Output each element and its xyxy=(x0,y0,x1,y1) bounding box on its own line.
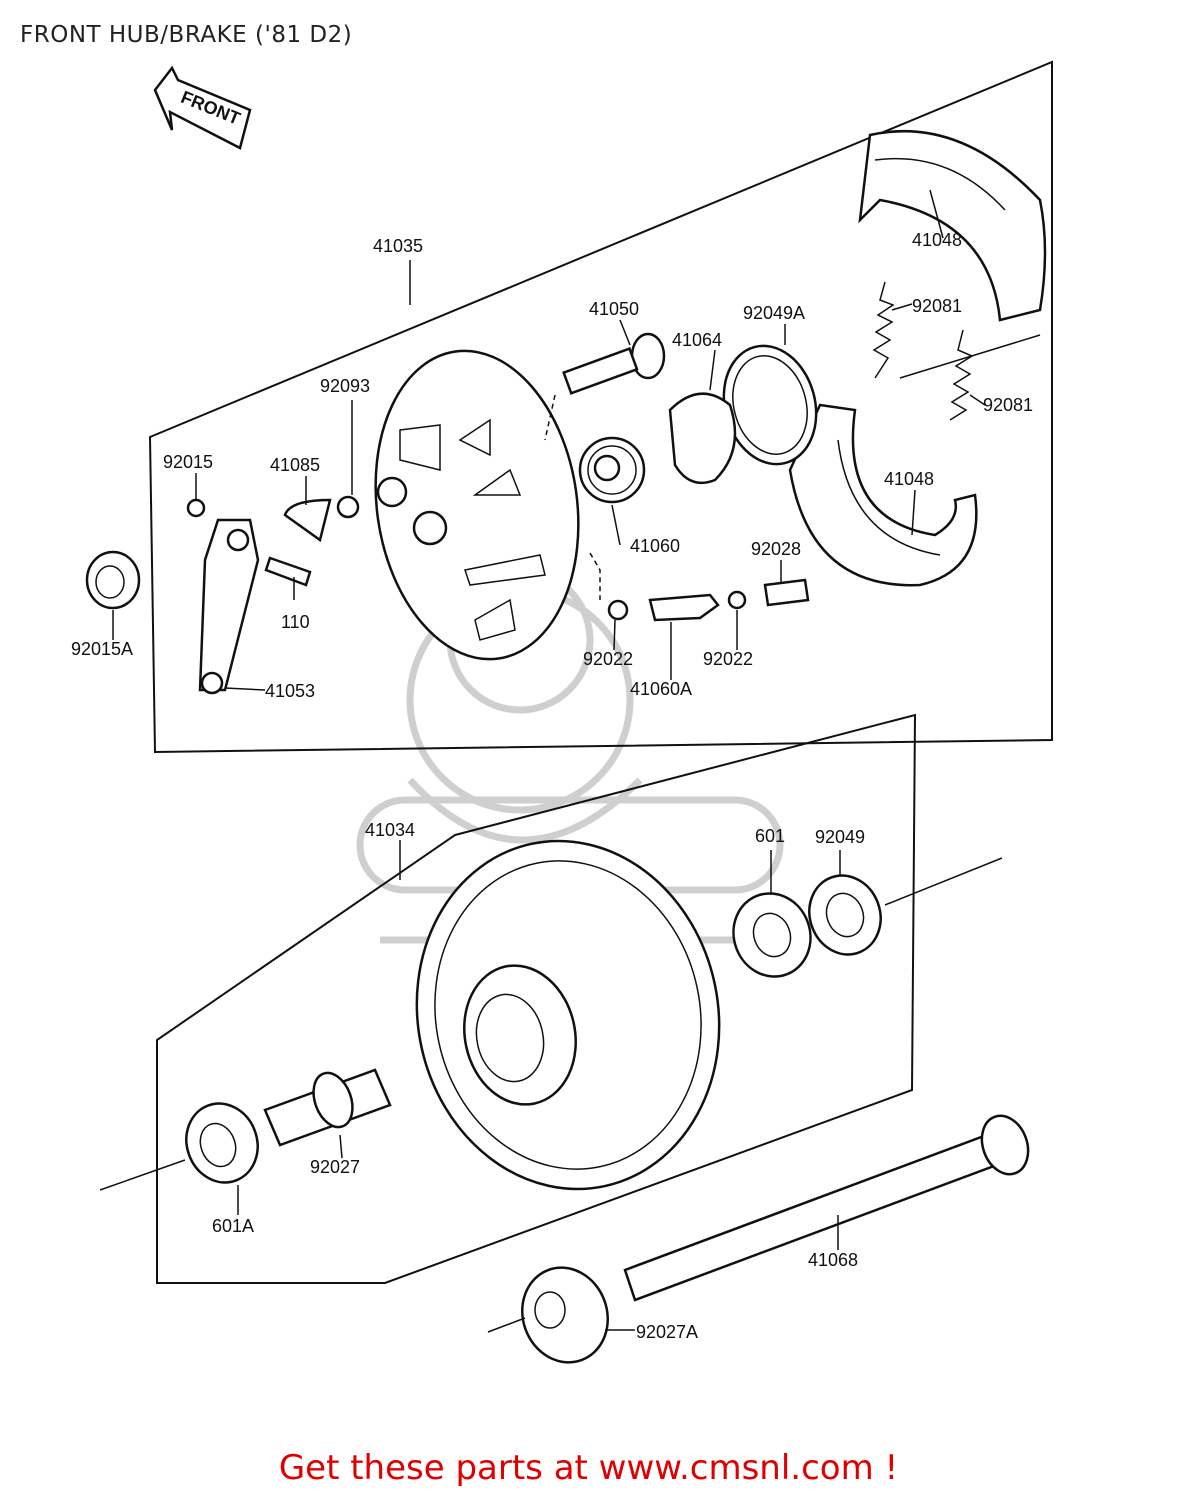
axle-part xyxy=(623,1114,1030,1302)
label-92093: 92093 xyxy=(320,376,370,396)
nut-part xyxy=(186,498,206,518)
bolt-part xyxy=(264,556,312,587)
spacer-part xyxy=(263,1068,392,1147)
washer-part-right xyxy=(727,590,747,610)
stopper-plate-part xyxy=(668,392,737,485)
label-92022-left: 92022 xyxy=(583,649,633,669)
label-41064: 41064 xyxy=(672,330,722,350)
bearing-601-part xyxy=(732,892,812,978)
label-92022-right: 92022 xyxy=(703,649,753,669)
spring-parts xyxy=(872,281,974,421)
label-92081-right: 92081 xyxy=(983,395,1033,415)
label-41050: 41050 xyxy=(589,299,639,319)
label-92027A: 92027A xyxy=(636,1322,698,1342)
label-110: 110 xyxy=(281,612,310,632)
label-92028: 92028 xyxy=(751,539,801,559)
label-601A: 601A xyxy=(212,1216,254,1236)
label-41085: 41085 xyxy=(270,455,320,475)
wear-indicator-part xyxy=(283,498,332,543)
axle-nut-part xyxy=(85,550,141,610)
hub-panel-outline xyxy=(156,713,917,1284)
cam-shaft-part xyxy=(648,593,720,622)
hub-part xyxy=(415,839,721,1191)
label-92015: 92015 xyxy=(163,452,213,472)
label-41060A: 41060A xyxy=(630,679,692,699)
bearing-601A-part xyxy=(185,1102,259,1184)
plug-part xyxy=(763,578,810,607)
footer-link[interactable]: Get these parts at www.cmsnl.com ! xyxy=(278,1448,899,1488)
label-41060: 41060 xyxy=(630,536,680,556)
label-41048-mid: 41048 xyxy=(884,469,934,489)
label-92015A: 92015A xyxy=(71,639,133,659)
label-92027: 92027 xyxy=(310,1157,360,1177)
bearing-92049-part xyxy=(808,874,882,956)
label-41068: 41068 xyxy=(808,1250,858,1270)
brake-shoe-bottom-part xyxy=(788,403,978,587)
label-41053: 41053 xyxy=(265,681,315,701)
label-601: 601 xyxy=(755,826,785,846)
cam-lever-part xyxy=(198,518,260,695)
label-92049: 92049 xyxy=(815,827,865,847)
gear-pin-part xyxy=(562,332,666,395)
label-41048-top: 41048 xyxy=(912,230,962,250)
label-92049A: 92049A xyxy=(743,303,805,323)
label-41034: 41034 xyxy=(365,820,415,840)
front-direction-arrow: FRONT xyxy=(153,65,252,150)
brake-panel-outline xyxy=(148,60,1053,754)
label-92081-top: 92081 xyxy=(912,296,962,316)
brake-panel-part xyxy=(374,349,580,661)
collar-part xyxy=(521,1266,609,1364)
page-title: FRONT HUB/BRAKE ('81 D2) xyxy=(20,22,353,48)
washer-part-left xyxy=(607,599,629,621)
gear-part xyxy=(578,436,646,504)
label-41035: 41035 xyxy=(373,236,423,256)
brake-shoe-top-part xyxy=(858,129,1047,322)
